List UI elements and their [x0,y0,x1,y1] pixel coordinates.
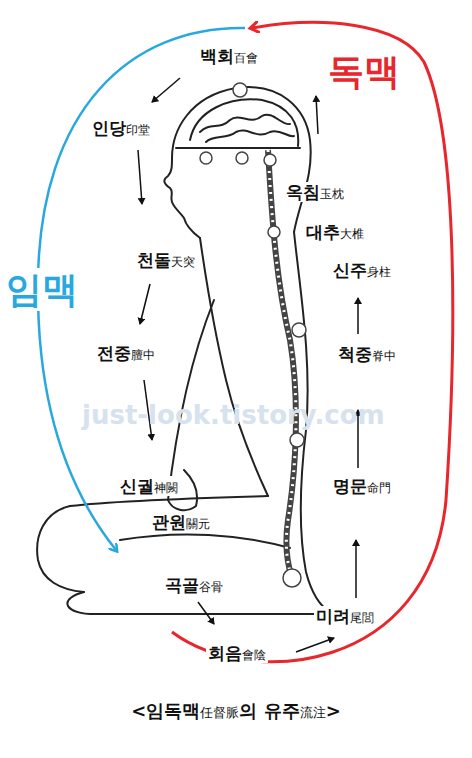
acupoint-label: 전중膻中 [95,343,157,363]
acupoint-label: 회음會陰 [206,643,268,663]
acupoint-label: 신주身柱 [331,260,393,280]
acupoint-label: 척중脊中 [336,344,398,364]
hanja-text: 谷骨 [199,580,223,594]
caption: <임독맥任督脈의 유주流注> [129,700,342,722]
acupoint-label: 옥침玉枕 [284,182,346,202]
acupoint-label: 곡골谷骨 [163,575,225,595]
channel-name: 임맥 [4,268,80,311]
acupoint-label: 인당印堂 [90,118,152,138]
hanja-text: 神闕 [154,481,178,495]
watermark: just-look.tistory.com [80,400,387,431]
acupoint-label: 신궐神闕 [118,476,180,496]
hanja-text: 玉枕 [320,187,344,201]
hanja-text: 身柱 [367,265,391,279]
hanja-text: 百會 [234,51,258,65]
hanja-text: 膻中 [131,348,155,362]
hanja-text: 大椎 [340,227,364,241]
hanja-text: 脊中 [372,349,396,363]
acupoint-label: 천돌天突 [135,250,197,270]
hanja-text: 流注 [300,705,326,720]
hanja-text: 尾閭 [350,611,374,625]
acupoint-label: 대추大椎 [304,222,366,242]
channel-name: 독맥 [326,50,402,93]
hanja-text: 天突 [171,255,195,269]
acupoint-label: 미려尾閭 [314,606,376,626]
hanja-text: 命門 [367,481,391,495]
hanja-text: 會陰 [242,648,266,662]
hanja-text: 任督脈 [200,705,239,720]
acupoint-label: 명문命門 [331,476,393,496]
hanja-text: 印堂 [126,123,150,137]
acupoint-label: 관원關元 [150,512,212,532]
acupoint-label: 백회百會 [198,46,260,66]
hanja-text: 關元 [186,517,210,531]
